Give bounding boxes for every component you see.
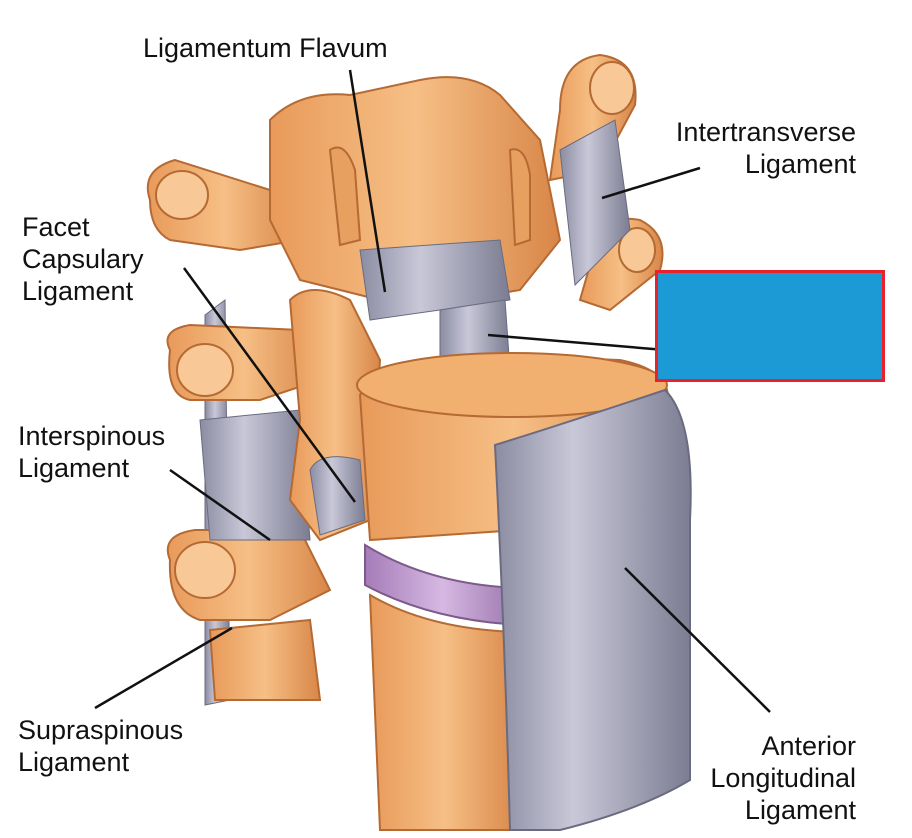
label-anterior-line2: Longitudinal — [710, 763, 856, 793]
label-anterior-longitudinal-ligament: Anterior Longitudinal Ligament — [620, 730, 856, 826]
leader-ligamentum-flavum — [348, 69, 387, 293]
label-facet-line1: Facet — [22, 212, 90, 242]
label-supraspinous-line1: Supraspinous — [18, 715, 184, 745]
ligamentum-flavum-band — [359, 239, 511, 321]
leader-facet — [182, 267, 357, 503]
label-anterior-line3: Ligament — [744, 795, 856, 825]
label-ligamentum-flavum: Ligamentum Flavum — [143, 33, 388, 63]
facet-capsular-ligament-band — [309, 456, 366, 536]
vertebral-body-top-surface — [356, 352, 668, 418]
label-intertransverse-ligament: Intertransverse Ligament — [600, 116, 856, 180]
label-facet-line3: Ligament — [22, 276, 134, 306]
hidden-label-box[interactable] — [655, 270, 885, 382]
label-interspinous-line1: Interspinous — [18, 421, 166, 451]
leader-interspinous — [169, 468, 271, 542]
label-interspinous-line2: Ligament — [18, 453, 130, 483]
label-intertransverse-line2: Ligament — [744, 149, 856, 179]
anterior-longitudinal-ligament-band — [493, 388, 692, 831]
leader-anterior — [624, 567, 771, 713]
label-facet-line2: Capsulary — [22, 244, 144, 274]
spinous-processes — [166, 323, 332, 701]
leader-intertransverse — [601, 166, 701, 200]
label-intertransverse-line1: Intertransverse — [675, 117, 856, 147]
leader-supraspinous — [94, 626, 233, 710]
label-supraspinous-line2: Ligament — [18, 747, 130, 777]
vertebral-body-lower — [368, 593, 521, 831]
label-anterior-line1: Anterior — [761, 731, 856, 761]
leader-lines — [94, 69, 771, 713]
label-interspinous-ligament: Interspinous Ligament — [18, 420, 165, 484]
label-supraspinous-ligament: Supraspinous Ligament — [18, 714, 183, 778]
intertransverse-ligament-band — [559, 119, 631, 287]
leader-hidden-label — [487, 333, 666, 352]
label-facet-capsulary-ligament: Facet Capsulary Ligament — [22, 211, 144, 307]
